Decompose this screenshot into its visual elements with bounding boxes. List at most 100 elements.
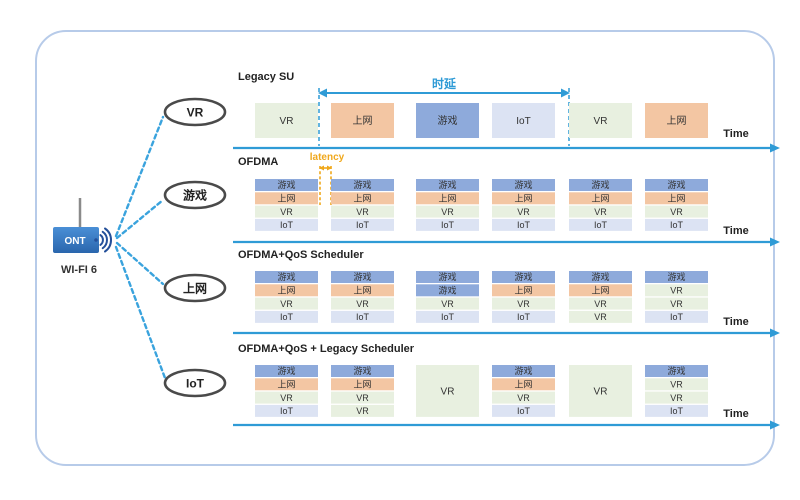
time-slot-bg xyxy=(645,284,708,297)
time-slot-label: IoT xyxy=(670,220,684,230)
time-slot-bg xyxy=(569,297,632,310)
wifi-signal-icon xyxy=(94,227,112,253)
time-slot-label: IoT xyxy=(516,116,530,127)
time-slot-bg xyxy=(492,310,555,323)
time-slot-bg xyxy=(331,103,394,138)
time-slot-cell: VR xyxy=(569,205,632,218)
time-slot-cell: 游戏 xyxy=(255,179,318,191)
time-slot-bg xyxy=(416,271,479,283)
time-slot-cell: VR xyxy=(255,103,318,138)
time-slot-label: 游戏 xyxy=(353,365,371,376)
time-slot-label: IoT xyxy=(280,220,294,230)
time-slot-cell: 上网 xyxy=(569,284,632,297)
time-slot-cell: VR xyxy=(492,391,555,404)
time-slot-cell: 游戏 xyxy=(492,365,555,377)
ont-box xyxy=(53,227,99,253)
time-slot-label: VR xyxy=(670,207,683,217)
time-slot-cell: VR xyxy=(331,391,394,404)
time-slot-bg xyxy=(255,391,318,404)
time-slot-label: 游戏 xyxy=(667,179,685,190)
time-slot-bg xyxy=(645,297,708,310)
time-slot-label: 游戏 xyxy=(353,271,371,282)
time-slot-cell: VR xyxy=(331,404,394,417)
time-slot-bg xyxy=(255,103,318,138)
time-slot-bg xyxy=(255,365,318,377)
time-label: Time xyxy=(723,225,748,237)
time-slot-bg xyxy=(645,391,708,404)
section-title: OFDMA+QoS Scheduler xyxy=(238,249,364,261)
time-slot-bg xyxy=(492,192,555,205)
outer-frame xyxy=(35,30,775,466)
time-slot-bg xyxy=(255,310,318,323)
latency-arrow-left-head xyxy=(319,165,324,171)
time-slot-label: 游戏 xyxy=(438,271,456,282)
time-slot-label: VR xyxy=(280,299,293,309)
client-oval xyxy=(163,97,227,127)
latency-arrow-right-head xyxy=(327,165,332,171)
connection-line-game xyxy=(115,198,165,240)
time-slot-cell: 游戏 xyxy=(331,365,394,377)
time-slot-bg xyxy=(331,205,394,218)
time-slot-bg xyxy=(492,271,555,283)
time-slot-label: 游戏 xyxy=(438,114,458,127)
time-slot-label: VR xyxy=(280,207,293,217)
time-slot-label: VR xyxy=(517,207,530,217)
time-slot-cell: 上网 xyxy=(331,378,394,391)
latency-label: latency xyxy=(310,152,345,163)
client-label: 游戏 xyxy=(183,188,207,203)
time-slot-cell: IoT xyxy=(645,218,708,231)
time-slot-bg xyxy=(645,310,708,323)
time-slot-label: IoT xyxy=(280,406,294,416)
time-slot-cell: 上网 xyxy=(645,192,708,205)
client-label: IoT xyxy=(186,377,205,391)
time-slot-bg xyxy=(645,205,708,218)
time-slot-bg xyxy=(645,192,708,205)
time-slot-column: VR xyxy=(569,103,632,138)
time-slot-cell: 游戏 xyxy=(569,271,632,283)
time-slot-cell: IoT xyxy=(492,218,555,231)
client-label: VR xyxy=(187,106,204,120)
timeline-arrow-head xyxy=(770,420,780,430)
time-slot-label: IoT xyxy=(517,220,531,230)
time-slot-cell: IoT xyxy=(255,310,318,323)
time-slot-cell: 游戏 xyxy=(331,271,394,283)
time-slot-cell: 游戏 xyxy=(645,271,708,283)
time-slot-bg xyxy=(416,179,479,191)
time-slot-bg xyxy=(255,378,318,391)
time-slot-bg xyxy=(416,284,479,297)
client-oval xyxy=(163,368,227,398)
time-slot-label: VR xyxy=(594,299,607,309)
time-slot-bg xyxy=(255,271,318,283)
time-slot-bg xyxy=(416,310,479,323)
connection-lines xyxy=(114,115,167,380)
delay-arrow-right-head xyxy=(561,88,570,98)
time-slot-bg xyxy=(416,205,479,218)
time-slot-cell: IoT xyxy=(255,218,318,231)
time-slot-cell: 上网 xyxy=(492,378,555,391)
time-slot-label: 上网 xyxy=(591,286,609,296)
time-slot-cell: 上网 xyxy=(569,192,632,205)
time-slot-cell: 上网 xyxy=(331,192,394,205)
time-slot-cell: VR xyxy=(416,205,479,218)
time-slot-column: VR xyxy=(569,365,632,417)
time-slot-cell: VR xyxy=(331,205,394,218)
delay-label: 时延 xyxy=(432,76,457,91)
time-slot-label: VR xyxy=(356,207,369,217)
time-slot-bg xyxy=(645,404,708,417)
time-slot-label: VR xyxy=(356,406,369,416)
time-slot-cell: VR xyxy=(645,297,708,310)
time-slot-cell: 游戏 xyxy=(645,179,708,191)
time-slot-label: 游戏 xyxy=(667,271,685,282)
time-slot-bg xyxy=(645,218,708,231)
time-slot-label: 上网 xyxy=(277,380,295,390)
timeline-arrow-head xyxy=(770,237,780,247)
time-slot-cell: IoT xyxy=(331,310,394,323)
time-slot-label: VR xyxy=(594,207,607,217)
time-slot-cell: 游戏 xyxy=(416,103,479,138)
time-slot-label: 上网 xyxy=(353,286,371,296)
